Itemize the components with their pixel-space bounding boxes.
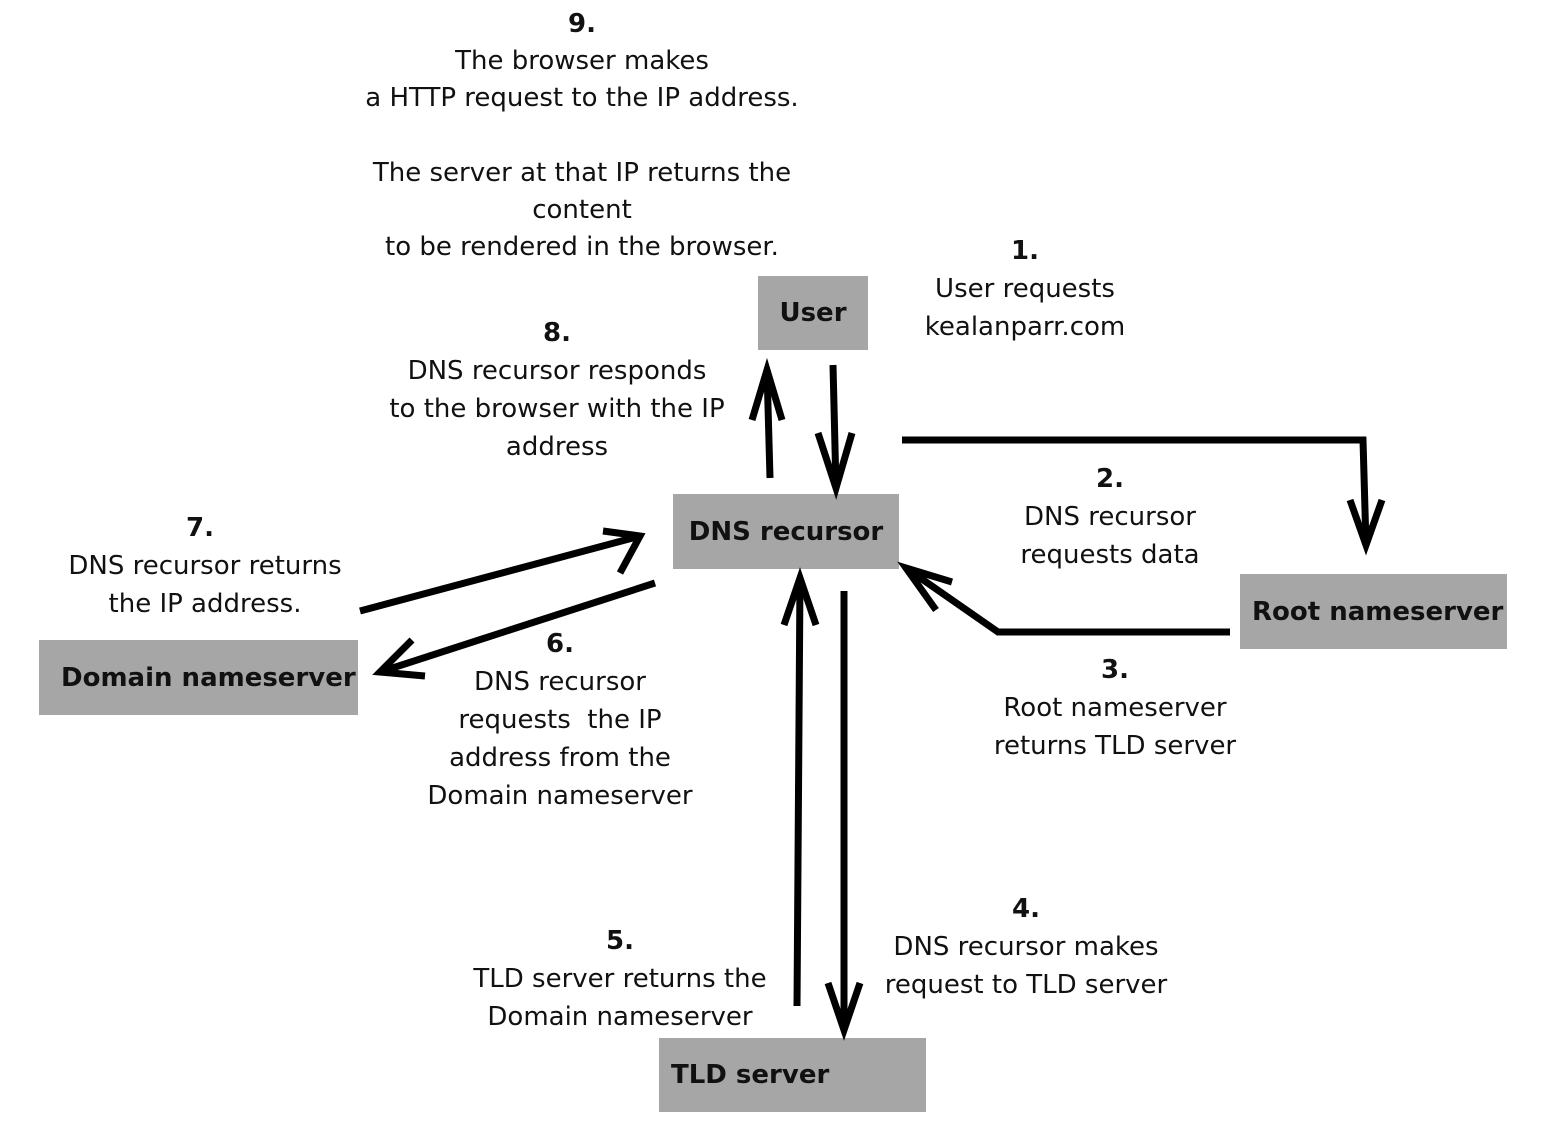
arrow-recursor-to-tld [824,591,864,1041]
step-8-label: 8. DNS recursor responds to the browser … [362,314,752,466]
step-9-label: 9. The browser makes a HTTP request to t… [342,6,822,266]
user-node: User [758,276,868,350]
step-5-label: 5. TLD server returns the Domain nameser… [455,922,785,1036]
step-9-line-4: content [532,195,632,225]
arrow-recursor-to-root [902,436,1386,556]
tld-server-node-label: TLD server [671,1060,830,1090]
arrow-recursor-to-user [748,357,786,479]
domain-nameserver-node: Domain nameserver [39,640,358,715]
step-5-line-2: Domain nameserver [487,1002,753,1032]
step-2-line-1: DNS recursor [1024,502,1196,532]
step-1-line-1: User requests [935,274,1115,304]
step-4-line-1: DNS recursor makes [893,932,1159,962]
step-4-line-2: request to TLD server [884,970,1168,1000]
step-8-number: 8. [543,318,571,348]
step-8-line-3: address [505,432,609,462]
arrow-root-to-recursor [897,561,1230,636]
step-6-line-1: DNS recursor [474,667,646,697]
step-2-line-2: requests data [1020,540,1200,570]
step-3-number: 3. [1101,655,1129,685]
domain-nameserver-node-label: Domain nameserver [61,662,356,693]
step-9-line-3: The server at that IP returns the [372,158,792,188]
step-6-line-4: Domain nameserver [427,781,693,811]
step-8-line-1: DNS recursor responds [407,356,707,386]
root-nameserver-node: Root nameserver [1240,574,1507,649]
step-6-line-2: requests the IP [458,705,662,735]
arrow-recursor-to-domain [372,579,657,680]
arrow-user-to-recursor [814,364,856,500]
step-5-line-1: TLD server returns the [473,964,767,994]
step-1-label: 1. User requests kealanparr.com [900,232,1150,346]
step-6-label: 6. DNS recursor requests the IP address … [400,625,720,815]
step-4-label: 4. DNS recursor makes request to TLD ser… [866,890,1186,1004]
step-5-number: 5. [606,926,634,956]
step-1-number: 1. [1011,236,1039,266]
step-9-spacer [342,117,822,155]
arrow-domain-to-recursor [359,527,646,615]
step-8-line-2: to the browser with the IP [389,394,725,424]
dns-recursor-node: DNS recursor [673,494,899,569]
step-7-line-2: the IP address. [108,589,302,619]
arrow-tld-to-recursor [780,567,820,1007]
step-2-number: 2. [1096,464,1124,494]
tld-server-node: TLD server [659,1038,926,1112]
step-9-line-1: The browser makes [455,46,709,76]
step-2-label: 2. DNS recursor requests data [990,460,1230,574]
step-7-label: 7. DNS recursor returns the IP address. [50,509,360,623]
step-7-number: 7. [186,513,214,543]
step-9-line-5: to be rendered in the browser. [385,232,779,262]
step-6-line-3: address from the [449,743,671,773]
step-7-line-1: DNS recursor returns [68,551,342,581]
step-3-line-2: returns TLD server [993,731,1237,761]
step-3-line-1: Root nameserver [1003,693,1227,723]
step-9-line-2: a HTTP request to the IP address. [365,83,799,113]
root-nameserver-node-label: Root nameserver [1252,596,1504,627]
step-1-line-2: kealanparr.com [924,312,1126,342]
dns-recursor-node-label: DNS recursor [688,516,884,547]
step-4-number: 4. [1012,894,1040,924]
step-6-number: 6. [546,629,574,659]
user-node-label: User [779,298,847,328]
step-9-number: 9. [568,9,596,39]
step-3-label: 3. Root nameserver returns TLD server [975,651,1255,765]
